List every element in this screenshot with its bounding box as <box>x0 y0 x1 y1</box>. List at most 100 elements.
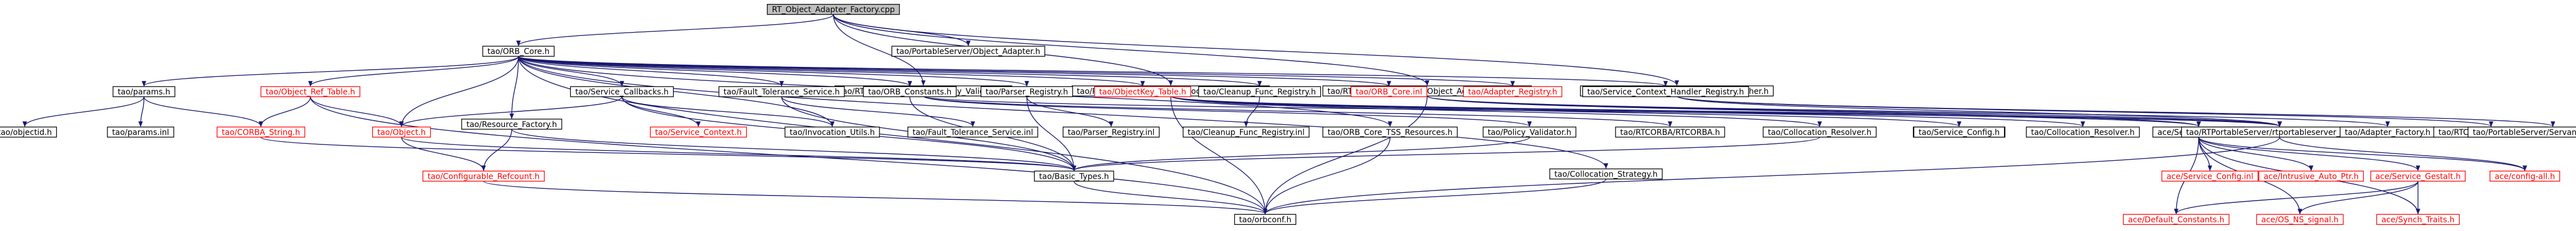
node-ace-service-gestalt[interactable]: ace/Service_Gestalt.h <box>2370 170 2466 182</box>
node-coll-resolver[interactable]: tao/Collocation_Resolver.h <box>1762 126 1877 138</box>
node-params-inl[interactable]: tao/params.inl <box>107 126 174 138</box>
node-box <box>1234 214 1297 225</box>
edge-orb-core-to-orbconf <box>518 56 1267 215</box>
node-tss-resources[interactable]: tao/ORB_Core_TSS_Resources.h <box>1322 126 1458 138</box>
node-adapter-factory[interactable]: tao/Adapter_Factory.h <box>2339 126 2436 138</box>
node-label: tao/ObjectKey_Table.h <box>1099 88 1187 97</box>
node-box <box>1482 126 1577 138</box>
node-basic-types[interactable]: tao/Basic_Types.h <box>1034 170 1115 182</box>
edge-orb-core-to-ft-service <box>518 56 784 87</box>
edge-tss-resources-to-orbconf <box>1263 137 1391 215</box>
edge-root-to-rtps-oaf <box>833 14 1429 86</box>
node-box <box>372 126 431 138</box>
edge-orb-core-to-params-h <box>142 56 519 87</box>
node-configurable-refcount[interactable]: tao/Configurable_Refcount.h <box>422 170 545 182</box>
edge-parser-registry-to-parser-registry-inl <box>1026 96 1113 127</box>
edge-basic-types-to-orbconf <box>1073 181 1267 215</box>
edge-orb-core-to-orb-constants <box>518 56 912 87</box>
node-box <box>766 4 900 15</box>
node-tao-service-config[interactable]: tao/Service_Config.h <box>1913 126 2005 138</box>
node-service-context[interactable]: tao/Service_Context.h <box>649 126 747 138</box>
node-params-h[interactable]: tao/params.h <box>112 86 175 97</box>
node-corba-string[interactable]: tao/CORBA_String.h <box>216 126 305 138</box>
node-ft-service[interactable]: tao/Fault_Tolerance_Service.h <box>718 86 845 97</box>
node-ace-default-constants[interactable]: ace/Default_Constants.h <box>2123 214 2230 225</box>
node-cleanup-registry[interactable]: tao/Cleanup_Func_Registry.h <box>1198 86 1321 97</box>
node-box <box>1094 86 1192 97</box>
node-label: tao/Basic_Types.h <box>1039 172 1109 181</box>
node-poa-adapter[interactable]: tao/PortableServer/Object_Adapter.h <box>891 46 1045 57</box>
node-objectid[interactable]: tao/objectid.h <box>0 126 57 138</box>
node-label: tao/Service_Context.h <box>655 128 742 137</box>
node-object-h[interactable]: tao/Object.h <box>372 126 431 138</box>
node-box <box>461 119 562 130</box>
node-label: tao/Service_Callbacks.h <box>575 88 669 97</box>
edge-root-to-orb-core <box>516 14 834 47</box>
node-box <box>1322 126 1458 138</box>
node-orb-core-inl[interactable]: tao/ORB_Core.inl <box>1350 86 1428 97</box>
node-label: tao/Collocation_Resolver.h <box>1768 128 1871 137</box>
node-label: ace/Service_Gestalt.h <box>2375 172 2461 181</box>
edges <box>22 14 2555 215</box>
node-label: tao/Adapter_Registry.h <box>1468 88 1558 97</box>
node-rtps-export[interactable]: tao/RTPortableServer/rtportableserver_ex… <box>2181 126 2379 138</box>
node-label: ace/config-all.h <box>2494 172 2555 181</box>
node-label: tao/Adapter_Factory.h <box>2345 128 2430 137</box>
node-label: tao/objectid.h <box>0 128 52 137</box>
node-label: ace/Intrusive_Auto_Ptr.h <box>2263 172 2358 181</box>
node-objectkey-table[interactable]: tao/ObjectKey_Table.h <box>1094 86 1192 97</box>
node-ace-os-ns-signal[interactable]: ace/OS_NS_signal.h <box>2256 214 2344 225</box>
node-box <box>1615 126 1725 138</box>
node-box <box>980 86 1073 97</box>
node-box <box>891 46 1045 57</box>
node-tao-coll-resolver-h[interactable]: tao/Collocation_Resolver.h <box>2025 126 2140 138</box>
node-label: tao/Collocation_Resolver.h <box>2031 128 2135 137</box>
node-ace-service-config-inl[interactable]: ace/Service_Config.inl <box>2161 170 2259 182</box>
node-root[interactable]: RT_Object_Adapter_Factory.cpp <box>766 4 900 15</box>
node-label: tao/ORB_Core.inl <box>1356 88 1422 97</box>
edge-configurable-refcount-to-orbconf <box>483 180 1267 215</box>
node-ace-config-all[interactable]: ace/config-all.h <box>2489 170 2560 182</box>
node-ft-service-inl[interactable]: tao/Fault_Tolerance_Service.inl <box>907 126 1039 138</box>
node-box <box>1913 126 2005 138</box>
node-ace-intrusive[interactable]: ace/Intrusive_Auto_Ptr.h <box>2258 170 2364 182</box>
node-svc-ctx-handler[interactable]: tao/Service_Context_Handler_Registry.h <box>1582 86 1749 97</box>
node-box <box>1062 126 1160 138</box>
edge-obj-ref-table-to-corba-string <box>259 96 311 127</box>
node-orbconf[interactable]: tao/orbconf.h <box>1234 214 1297 225</box>
node-resource-factory[interactable]: tao/Resource_Factory.h <box>461 119 562 130</box>
node-box <box>482 46 555 57</box>
edge-orb-core-to-obj-ref-table <box>308 56 519 87</box>
node-orb-core[interactable]: tao/ORB_Core.h <box>482 46 555 57</box>
edge-ft-service-to-ft-service-inl <box>781 96 975 127</box>
edge-object-h-to-configurable-refcount <box>401 137 486 171</box>
node-label: tao/Policy_Validator.h <box>1488 128 1572 137</box>
node-box <box>2258 170 2364 182</box>
node-service-callbacks[interactable]: tao/Service_Callbacks.h <box>570 86 674 97</box>
node-obj-ref-table[interactable]: tao/Object_Ref_Table.h <box>260 86 360 97</box>
node-ace-synch-traits[interactable]: ace/Synch_Traits.h <box>2376 214 2460 225</box>
node-policy-validator[interactable]: tao/Policy_Validator.h <box>1482 126 1577 138</box>
node-box <box>107 126 174 138</box>
node-box <box>112 86 175 97</box>
node-label: tao/Parser_Registry.inl <box>1068 128 1155 137</box>
edge-service-callbacks-to-object-h <box>399 96 622 127</box>
node-box <box>718 86 845 97</box>
node-parser-registry[interactable]: tao/Parser_Registry.h <box>980 86 1073 97</box>
node-cleanup-registry-inl[interactable]: tao/Cleanup_Func_Registry.inl <box>1183 126 1310 138</box>
node-orb-constants[interactable]: tao/ORB_Constants.h <box>863 86 957 97</box>
node-rtcorba-h[interactable]: tao/RTCORBA/RTCORBA.h <box>1615 126 1725 138</box>
node-box <box>1582 86 1749 97</box>
edge-orb-core-to-collocation-strategy <box>518 56 1608 169</box>
node-invocation-utils[interactable]: tao/Invocation_Utils.h <box>784 126 880 138</box>
node-collocation-strategy[interactable]: tao/Collocation_Strategy.h <box>1549 168 1663 180</box>
edge-policy-validator-to-basic-types <box>1072 137 1530 171</box>
edge-rtps-oaf-to-rtps-export <box>1427 96 2282 127</box>
node-adapter-registry[interactable]: tao/Adapter_Registry.h <box>1463 86 1563 97</box>
node-label: tao/Cleanup_Func_Registry.inl <box>1188 128 1305 137</box>
edge-orb-core-to-service-callbacks <box>518 56 624 87</box>
node-parser-registry-inl[interactable]: tao/Parser_Registry.inl <box>1062 126 1160 138</box>
edge-rtps-coll-to-ace-service-config-h <box>1170 96 1961 127</box>
